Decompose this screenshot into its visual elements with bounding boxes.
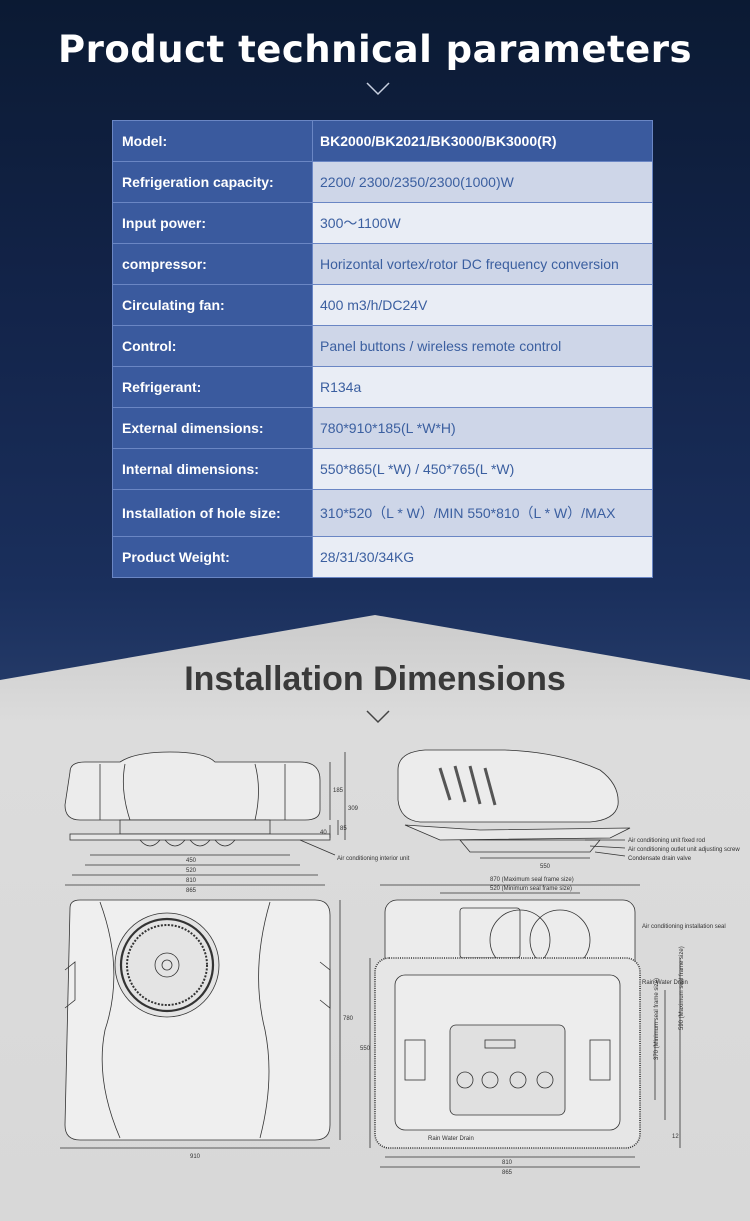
table-row: compressor: Horizontal vortex/rotor DC f… [112, 243, 653, 285]
dim-780: 780 [343, 1016, 354, 1022]
label-fixed-rod: Air conditioning unit fixed rod [628, 838, 705, 844]
table-row: Input power: 300～1100W [112, 202, 653, 244]
dim-550: 550 [360, 1046, 371, 1052]
param-value: 28/31/30/34KG [312, 536, 653, 578]
technical-drawing: 450 520 810 865 185 309 40 85 Air condit… [60, 749, 740, 1176]
dim-865: 865 [186, 888, 197, 894]
label-rain-drain-right: Rain Water Drain [642, 980, 688, 986]
dim-iso-550: 550 [540, 864, 551, 870]
param-value: Horizontal vortex/rotor DC frequency con… [312, 243, 653, 285]
table-row: Installation of hole size: 310*520（L * W… [112, 489, 653, 537]
param-label: External dimensions: [112, 407, 313, 449]
label-drain-valve: Condensate drain valve [628, 856, 692, 862]
dim-520-min: 520 (Minimum seal frame size) [490, 886, 572, 892]
param-label: Refrigeration capacity: [112, 161, 313, 203]
page-title: Product technical parameters [57, 28, 693, 71]
param-label: Installation of hole size: [112, 489, 313, 537]
dim-85: 85 [340, 826, 347, 832]
table-row: Refrigerant: R134a [112, 366, 653, 408]
table-row: External dimensions: 780*910*185(L *W*H) [112, 407, 653, 449]
dim-370-min: 370 (Minimum seal frame size) [654, 978, 660, 1060]
table-row: Refrigeration capacity: 2200/ 2300/2350/… [112, 161, 653, 203]
dim-810: 810 [186, 878, 197, 884]
param-label: Internal dimensions: [112, 448, 313, 490]
dim-40: 40 [320, 830, 327, 836]
param-value: 2200/ 2300/2350/2300(1000)W [312, 161, 653, 203]
param-value: 780*910*185(L *W*H) [312, 407, 653, 449]
label-rain-drain-bottom: Rain Water Drain [428, 1136, 474, 1142]
bottom-view [369, 884, 681, 1168]
dim-520: 520 [186, 868, 197, 874]
dim-450: 450 [186, 858, 197, 864]
section-title: Installation Dimensions [184, 660, 566, 698]
dim-185: 185 [333, 788, 344, 794]
label-install-seal: Air conditioning installation seal [642, 924, 726, 930]
dim-910: 910 [190, 1154, 201, 1160]
label-interior-unit: Air conditioning interior unit [337, 856, 410, 862]
param-value: 300～1100W [312, 202, 653, 244]
side-view [64, 751, 346, 886]
table-row: Model: BK2000/BK2021/BK3000/BK3000(R) [112, 120, 653, 162]
dim-bottom-810: 810 [502, 1160, 513, 1166]
dim-309: 309 [348, 806, 359, 812]
param-label: Product Weight: [112, 536, 313, 578]
table-row: Product Weight: 28/31/30/34KG [112, 536, 653, 578]
chevron-down-icon [366, 82, 390, 96]
param-value: 550*865(L *W) / 450*765(L *W) [312, 448, 653, 490]
param-label: Model: [112, 120, 313, 162]
label-adjust-screw: Air conditioning outlet unit adjusting s… [628, 847, 740, 853]
dim-12: 12 [672, 1134, 679, 1140]
param-label: Input power: [112, 202, 313, 244]
dim-870-max: 870 (Maximum seal frame size) [490, 877, 574, 883]
param-value: BK2000/BK2021/BK3000/BK3000(R) [312, 120, 653, 162]
dim-bottom-865: 865 [502, 1170, 513, 1176]
param-value: Panel buttons / wireless remote control [312, 325, 653, 367]
param-label: compressor: [112, 243, 313, 285]
param-value: 310*520（L * W）/MIN 550*810（L * W）/MAX [312, 489, 653, 537]
table-row: Circulating fan: 400 m3/h/DC24V [112, 284, 653, 326]
param-value: 400 m3/h/DC24V [312, 284, 653, 326]
param-label: Circulating fan: [112, 284, 313, 326]
parameters-table: Model: BK2000/BK2021/BK3000/BK3000(R) Re… [112, 120, 653, 578]
chevron-down-icon [366, 710, 390, 724]
param-label: Control: [112, 325, 313, 367]
top-view [60, 899, 341, 1149]
param-value: R134a [312, 366, 653, 408]
table-row: Control: Panel buttons / wireless remote… [112, 325, 653, 367]
iso-view [397, 749, 631, 859]
dim-590-max: 590 (Maximum seal frame size) [679, 946, 685, 1030]
table-row: Internal dimensions: 550*865(L *W) / 450… [112, 448, 653, 490]
param-label: Refrigerant: [112, 366, 313, 408]
